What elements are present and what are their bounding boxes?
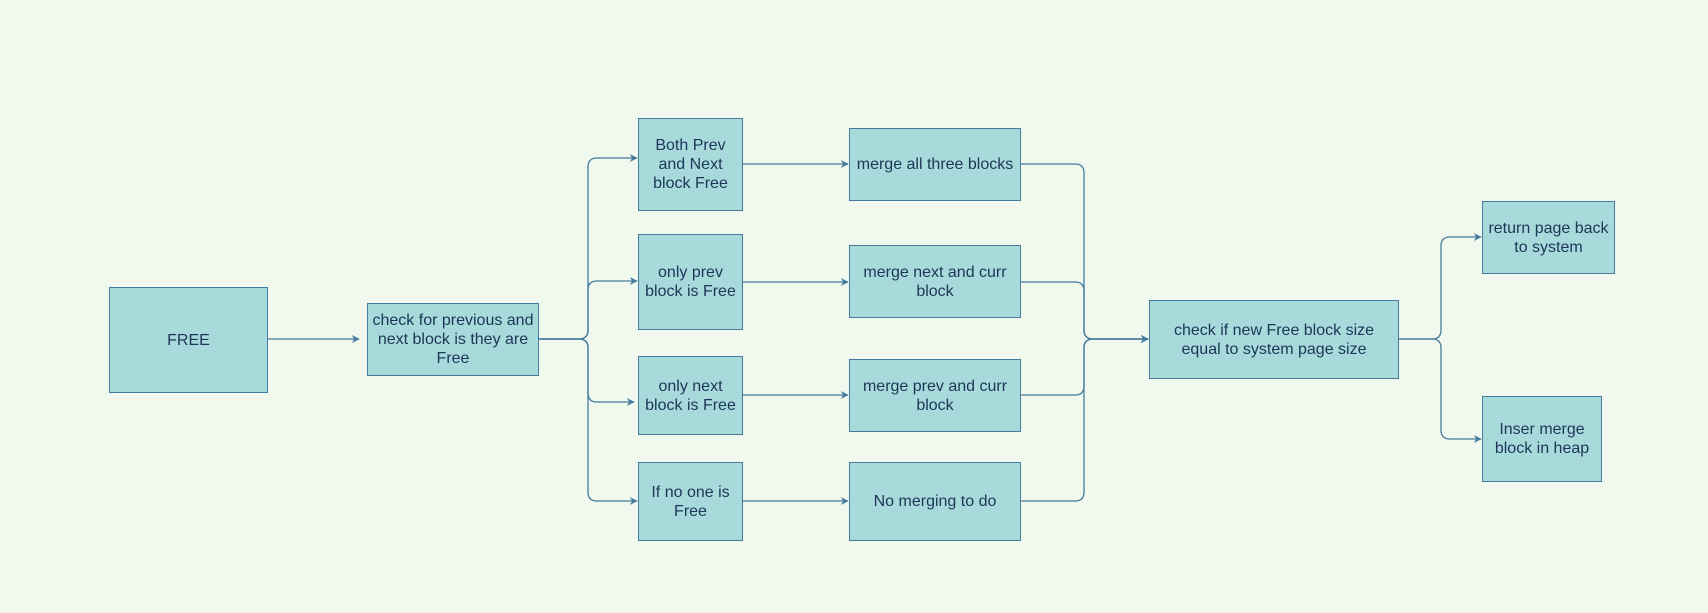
edge-no-merge-to-page-check (1021, 335, 1149, 502)
node-check-neighbors: check for previous and next block is the… (367, 303, 539, 376)
node-check-page-size: check if new Free block size equal to sy… (1149, 300, 1399, 379)
edge-check-to-only-next (539, 338, 635, 406)
edge-check-to-only-prev (539, 277, 638, 340)
node-insert-heap: Inser merge block in heap (1482, 396, 1602, 482)
node-return-page: return page back to system (1482, 201, 1615, 274)
node-merge-prev-curr: merge prev and curr block (849, 359, 1021, 432)
node-free: FREE (109, 287, 268, 393)
node-no-merge: No merging to do (849, 462, 1021, 541)
node-none-free: If no one is Free (638, 462, 743, 541)
edge-merge-next-to-page-check (1021, 281, 1149, 343)
node-both-free: Both Prev and Next block Free (638, 118, 743, 211)
node-merge-all: merge all three blocks (849, 128, 1021, 201)
node-only-next-free: only next block is Free (638, 356, 743, 435)
node-merge-next-curr: merge next and curr block (849, 245, 1021, 318)
node-only-prev-free: only prev block is Free (638, 234, 743, 330)
edge-page-check-to-return (1399, 233, 1482, 340)
edge-page-check-to-insert (1399, 338, 1482, 443)
edge-check-to-none-free (539, 338, 638, 505)
